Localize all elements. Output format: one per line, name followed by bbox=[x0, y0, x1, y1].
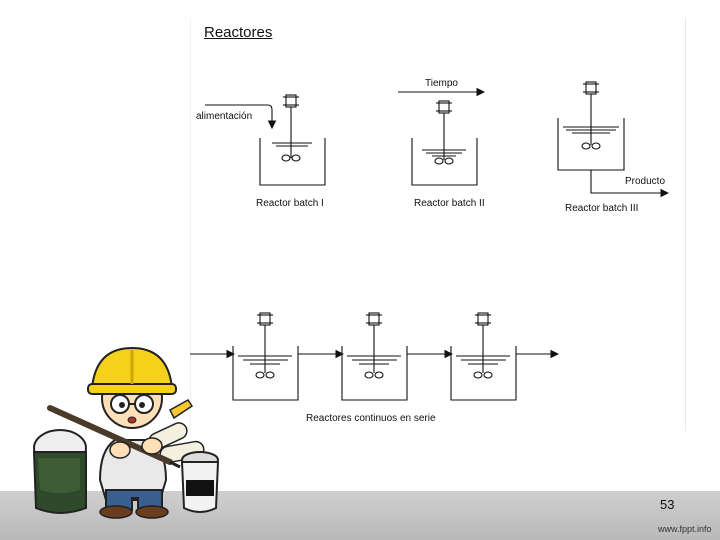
time-label: Tiempo bbox=[425, 78, 458, 89]
feed-label: alimentación bbox=[196, 111, 253, 122]
batch-label-3: Reactor batch III bbox=[565, 203, 639, 214]
product-label: Producto bbox=[625, 176, 666, 187]
site-watermark: www.fppt.info bbox=[658, 524, 712, 534]
reactor-batch-3 bbox=[557, 81, 625, 171]
paint-can-icon bbox=[32, 429, 87, 514]
reactor-batch-1 bbox=[259, 94, 326, 186]
slide-title: Reactores bbox=[204, 24, 273, 41]
slide-content-area bbox=[190, 18, 686, 431]
reactor-continuous-2 bbox=[341, 312, 408, 401]
engineer-mascot-image bbox=[32, 346, 220, 519]
batch-label-2: Reactor batch II bbox=[414, 198, 485, 209]
reactor-continuous-1 bbox=[232, 312, 299, 401]
page-number: 53 bbox=[660, 497, 675, 512]
series-label: Reactores continuos en serie bbox=[306, 413, 436, 424]
paint-bucket-icon bbox=[180, 451, 220, 513]
reactor-batch-2 bbox=[411, 100, 478, 186]
batch-label-1: Reactor batch I bbox=[256, 198, 324, 209]
reactor-continuous-3 bbox=[450, 312, 517, 401]
